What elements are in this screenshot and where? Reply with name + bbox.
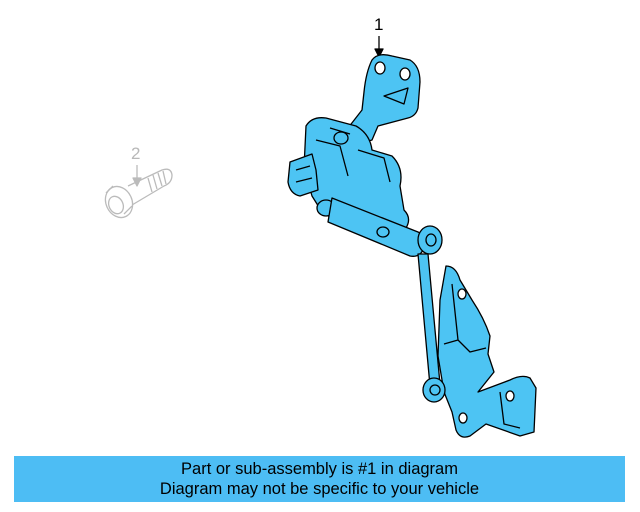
lower-bracket-hole-3	[458, 412, 468, 424]
housing-boss	[333, 131, 349, 145]
connector-detail	[295, 165, 313, 183]
lower-bracket-hole-1	[457, 288, 467, 300]
bolt-shank	[127, 168, 173, 206]
height-sensor-part-1	[287, 36, 537, 438]
bolt-part-2	[104, 165, 173, 219]
bolt-head-outer	[104, 185, 134, 219]
bracket-hole-upper	[374, 61, 386, 75]
housing-edge-detail	[315, 127, 391, 183]
bolt-threads	[147, 170, 167, 193]
linkage-lower-joint-center	[429, 384, 441, 396]
callout-label-2: 2	[131, 144, 141, 163]
info-banner: Part or sub-assembly is #1 in diagram Di…	[14, 456, 625, 502]
lever-pivot	[376, 226, 390, 238]
callout-label-1: 1	[374, 15, 384, 34]
electrical-connector	[287, 153, 319, 197]
lower-bracket-edge	[443, 283, 521, 429]
bracket-fold	[383, 87, 409, 105]
bracket-hole-lower	[399, 67, 411, 81]
parts-diagram	[104, 36, 537, 438]
bolt-head-inner	[107, 195, 125, 215]
banner-line-1: Part or sub-assembly is #1 in diagram	[181, 460, 458, 478]
banner-line-2: Diagram may not be specific to your vehi…	[159, 480, 480, 498]
link-rod	[417, 253, 441, 387]
lower-bracket-hole-2	[505, 390, 515, 402]
bolt-head-side	[105, 185, 133, 215]
linkage-upper-joint-center	[425, 233, 437, 247]
callout-1-arrowhead	[374, 48, 384, 58]
